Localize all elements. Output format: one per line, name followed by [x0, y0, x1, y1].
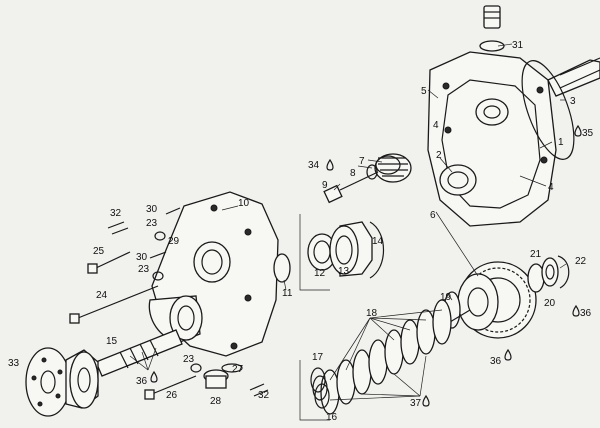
callout-26: 26: [166, 390, 178, 401]
pinion-washer: [366, 164, 378, 180]
callout-37: 37: [410, 398, 422, 409]
callout-10: 10: [238, 198, 250, 209]
callout-3: 3: [570, 96, 576, 107]
callout-21: 21: [530, 249, 542, 260]
pin: [107, 221, 129, 235]
callout-35: 35: [582, 128, 594, 139]
callout-4: 4: [548, 182, 554, 193]
callout-6: 6: [430, 210, 436, 221]
callout-labels: 1 2 3 4 5 4 6 7 8 9 10 11 12 13 14 15 16…: [8, 40, 594, 423]
crown-gear: [457, 261, 537, 339]
housing-seal: [273, 253, 291, 283]
bearing-assembly: [307, 221, 384, 279]
output-housing: [148, 191, 279, 357]
breather-plug: [479, 5, 505, 52]
callout-13: 13: [338, 266, 350, 277]
gasket-ring: [521, 60, 575, 160]
callout-19: 19: [440, 292, 452, 303]
callout-11: 11: [282, 288, 293, 299]
flange-bolt: [144, 375, 197, 400]
short-bolt: [87, 251, 131, 274]
lubricant-drop-icon: [504, 348, 512, 361]
callout-4b: 4: [433, 120, 439, 131]
callout-7: 7: [359, 156, 365, 167]
return-spring: [310, 367, 330, 409]
callout-34: 34: [308, 160, 320, 171]
callout-9: 9: [322, 180, 328, 191]
output-shaft: [95, 329, 183, 377]
callout-30-mid: 30: [136, 252, 148, 263]
lubricant-drop-icon: [574, 124, 582, 137]
pinion-shaft: [323, 171, 379, 204]
callout-23-mid: 23: [138, 264, 150, 275]
callout-23-bottom: 23: [183, 354, 195, 365]
long-bolt: [69, 285, 159, 324]
callout-15: 15: [106, 336, 118, 347]
output-flange: [25, 347, 99, 417]
callout-33: 33: [8, 358, 20, 369]
callout-18: 18: [366, 308, 378, 319]
lubricant-drop-icon: [572, 304, 580, 317]
lubricant-drop-icon: [150, 370, 158, 383]
lubricant-drop-icon: [422, 394, 430, 407]
callout-30-top: 30: [146, 204, 158, 215]
leader-lines: [129, 43, 567, 401]
callout-27: 27: [232, 364, 244, 375]
gearbox-housing: [427, 51, 600, 227]
drain-plug: [203, 363, 243, 389]
callout-16: 16: [326, 412, 338, 423]
callout-8: 8: [350, 168, 356, 179]
callout-12: 12: [314, 268, 326, 279]
callout-25: 25: [93, 246, 105, 257]
callout-29: 29: [168, 236, 180, 247]
lubricant-drop-icon: [326, 158, 334, 171]
callout-28: 28: [210, 396, 222, 407]
shim-washers: [527, 255, 570, 293]
callout-36-left: 36: [136, 376, 148, 387]
callout-14: 14: [372, 236, 384, 247]
callout-36-mid: 36: [490, 356, 502, 367]
callout-32-right: 32: [258, 390, 270, 401]
callout-17: 17: [312, 352, 324, 363]
callout-36-right: 36: [580, 308, 592, 319]
callout-22: 22: [575, 256, 587, 267]
pin: [249, 383, 269, 397]
studs-washers: [149, 207, 202, 373]
callout-23-top: 23: [146, 218, 158, 229]
callout-32-left: 32: [110, 208, 122, 219]
callout-5: 5: [421, 86, 427, 97]
callout-1: 1: [558, 137, 564, 148]
pinion-gear: [374, 153, 412, 183]
callout-24: 24: [96, 290, 108, 301]
callout-2: 2: [436, 150, 442, 161]
callout-31: 31: [512, 40, 524, 51]
callout-20: 20: [544, 298, 556, 309]
